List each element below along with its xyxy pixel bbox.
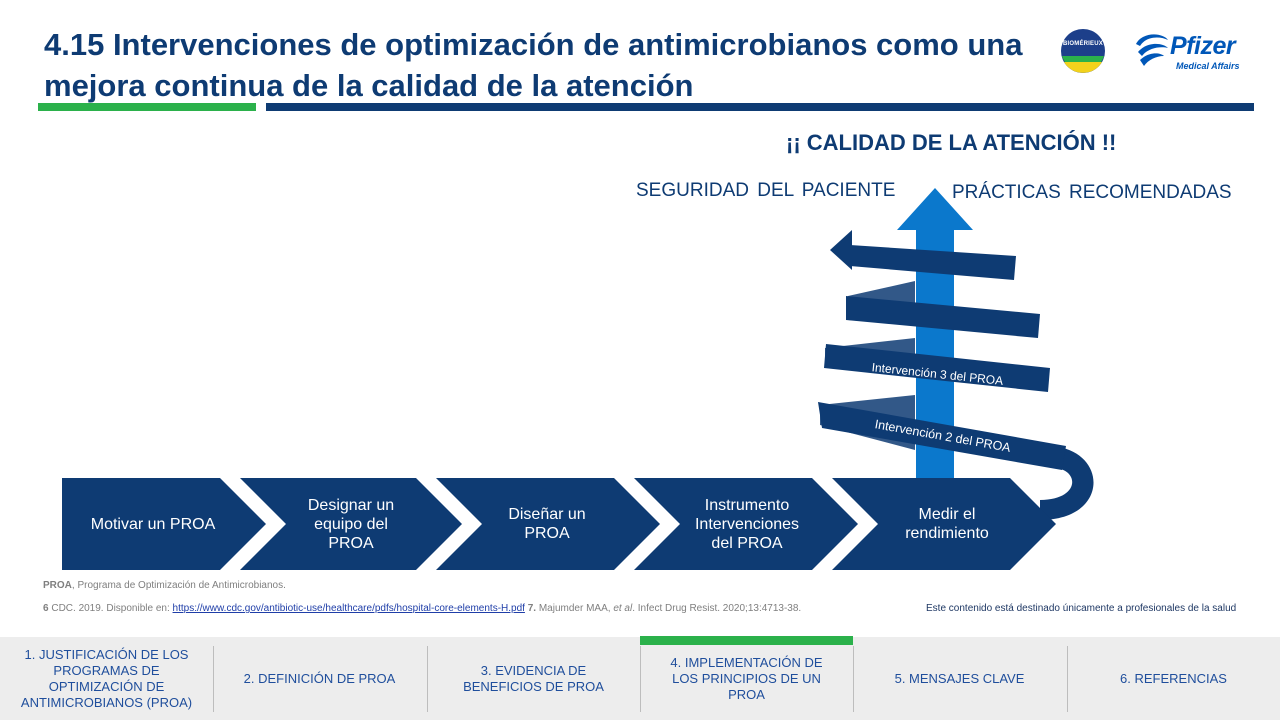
step-label-4: Instrumento Intervenciones del PROA [694, 496, 800, 552]
spiral-band-intervention-3 [824, 344, 1050, 392]
page-title-line-1: 4.15 Intervenciones de optimización de a… [44, 27, 1023, 62]
biomerieux-logo-text: BIOMÉRIEUX [1062, 41, 1103, 47]
recommended-practices-label: PRÁCTICAS RECOMENDADAS [952, 182, 1232, 203]
abbreviation-note: PROA, Programa de Optimización de Antimi… [43, 580, 286, 591]
title-underline-green [38, 103, 256, 111]
page-title: 4.15 Intervenciones de optimización de a… [44, 24, 1054, 106]
abbreviation-definition: , Programa de Optimización de Antimicrob… [71, 580, 286, 591]
ref6-text: CDC. 2019. Disponible en: [48, 603, 173, 614]
page-title-line-2: mejora continua de la calidad de la aten… [44, 68, 694, 103]
pfizer-logo: Pfizer Medical Affairs [1132, 28, 1242, 74]
biomerieux-logo: BIOMÉRIEUX [1060, 28, 1106, 74]
nav-item-implementacion[interactable]: 4. IMPLEMENTACIÓN DE LOS PRINCIPIOS DE U… [670, 654, 823, 702]
abbreviation-term: PROA [43, 580, 72, 591]
step-chevron-4 [634, 478, 858, 570]
step-label-5: Medir el rendimiento [905, 506, 989, 542]
nav-separator [213, 646, 214, 712]
nav-separator [427, 646, 428, 712]
step-chevron-2 [240, 478, 462, 570]
patient-safety-label: SEGURIDAD DEL PACIENTE [636, 180, 896, 201]
section-navigation: 1. JUSTIFICACIÓN DE LOS PROGRAMAS DE OPT… [0, 637, 1280, 720]
step-chevron-3 [436, 478, 660, 570]
pfizer-logo-subtitle: Medical Affairs [1176, 61, 1240, 71]
nav-item-referencias[interactable]: 6. REFERENCIAS [1120, 670, 1227, 686]
spiral-band-top [850, 245, 1016, 280]
step-label-3: Diseñar un PROA [508, 506, 586, 542]
references-note: 6 CDC. 2019. Disponible en: https://www.… [43, 603, 801, 614]
nav-separator [640, 646, 641, 712]
title-underline-blue [266, 103, 1254, 111]
step-chevron-1 [62, 478, 266, 570]
spiral-band-intervention-2 [818, 402, 1066, 470]
nav-separator [853, 646, 854, 712]
professional-disclaimer: Este contenido está destinado únicamente… [926, 603, 1237, 614]
nav-item-justificacion[interactable]: 1. JUSTIFICACIÓN DE LOS PROGRAMAS DE OPT… [20, 646, 193, 710]
nav-item-evidencia[interactable]: 3. EVIDENCIA DE BENEFICIOS DE PROA [463, 662, 604, 694]
nav-item-mensajes-clave[interactable]: 5. MENSAJES CLAVE [894, 670, 1025, 686]
ref7-italic: et al [613, 603, 633, 614]
spiral-arrowhead-left [830, 230, 852, 270]
ref6-link[interactable]: https://www.cdc.gov/antibiotic-use/healt… [172, 603, 525, 614]
ref7-text-a: Majumder MAA, [536, 603, 614, 614]
quality-heading: ¡¡ CALIDAD DE LA ATENCIÓN !! [786, 130, 1117, 155]
nav-active-indicator [640, 636, 853, 645]
spiral-curl [1040, 447, 1094, 520]
pfizer-swirl-icon [1136, 34, 1168, 66]
step-chevron-5 [832, 478, 1056, 570]
pfizer-logo-text: Pfizer [1170, 32, 1236, 60]
ref6-number: 6 [43, 603, 49, 614]
step-label-2: Designar un equipo del PROA [307, 496, 395, 552]
biomerieux-logo-icon [1061, 29, 1105, 73]
ref7-number: 7. [524, 603, 537, 614]
nav-separator [1067, 646, 1068, 712]
step-label-1: Motivar un PROA [90, 515, 216, 533]
nav-item-definicion[interactable]: 2. DEFINICIÓN DE PROA [243, 670, 396, 686]
spiral-band-upper [846, 296, 1040, 338]
ref7-text-b: . Infect Drug Resist. 2020;13:4713-38. [632, 603, 802, 614]
